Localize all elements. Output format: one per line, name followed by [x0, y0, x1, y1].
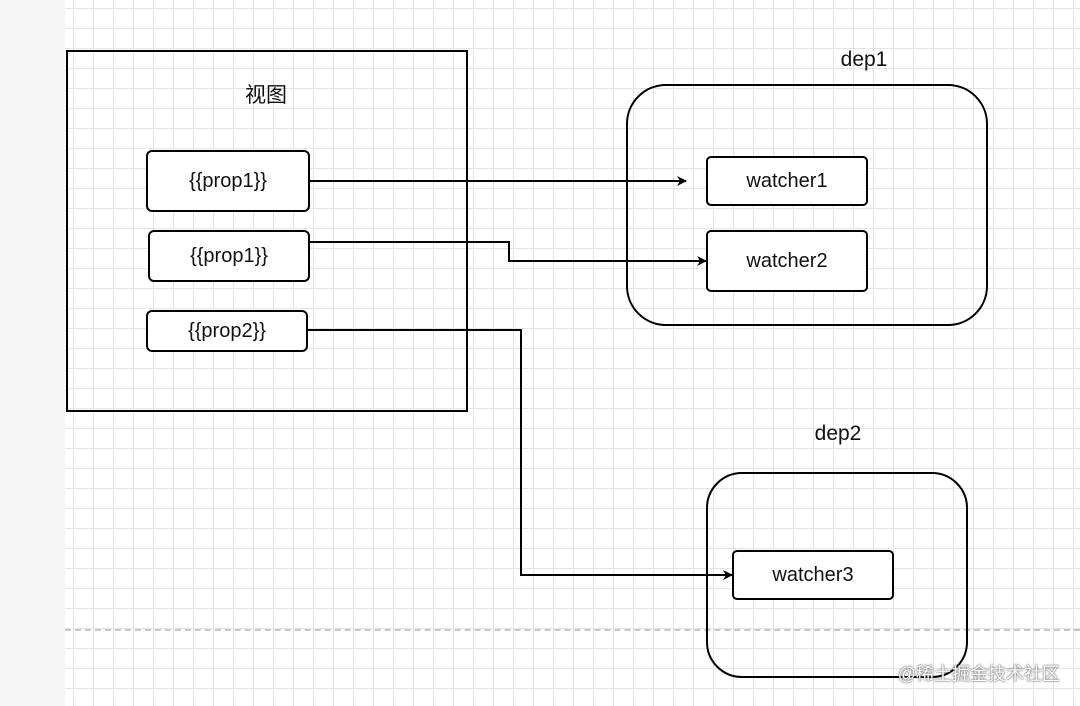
prop-box-3[interactable]: {{prop2}}	[146, 310, 308, 352]
watcher1-box[interactable]: watcher1	[706, 156, 868, 206]
left-gutter	[0, 0, 65, 706]
prop-box-1[interactable]: {{prop1}}	[146, 150, 310, 212]
dep1-container[interactable]	[626, 84, 988, 326]
dep2-title: dep2	[814, 422, 862, 445]
view-title: 视图	[245, 84, 287, 107]
page-break-line	[65, 629, 1080, 631]
prop-box-2[interactable]: {{prop1}}	[148, 230, 310, 282]
view-container[interactable]	[66, 50, 468, 412]
watcher3-box[interactable]: watcher3	[732, 550, 894, 600]
dep1-title: dep1	[840, 48, 888, 71]
watermark: @稀土掘金技术社区	[897, 664, 1060, 684]
watcher2-box[interactable]: watcher2	[706, 230, 868, 292]
